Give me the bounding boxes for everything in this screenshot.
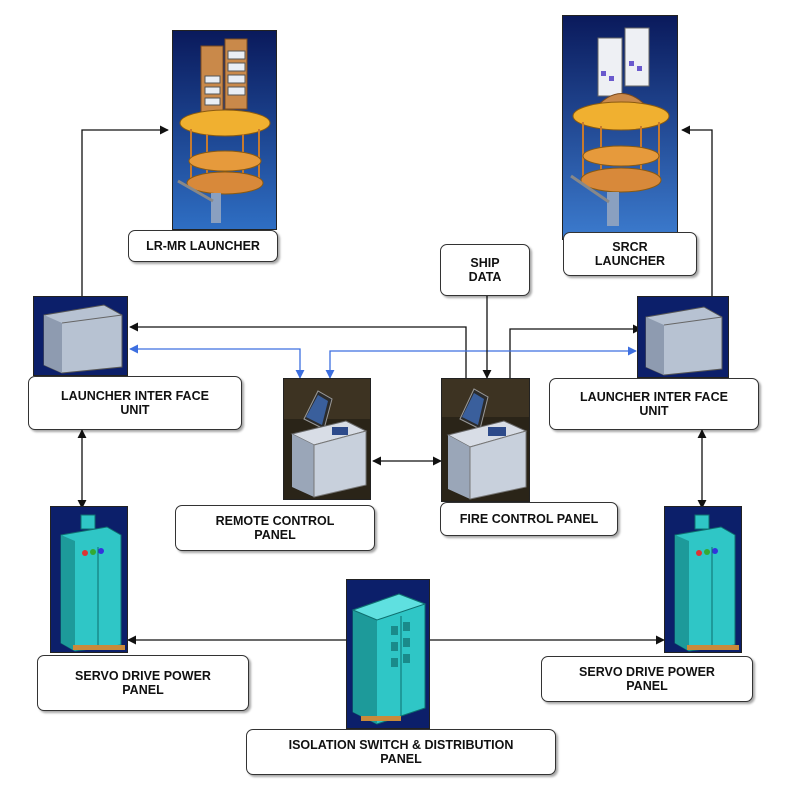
lrmr-launcher-label: LR-MR LAUNCHER [128, 230, 278, 262]
remote-control-panel-image [283, 378, 371, 500]
interface-unit-icon [638, 297, 728, 377]
remote-control-panel-label: REMOTE CONTROL PANEL [175, 505, 375, 551]
servo-left-label: SERVO DRIVE POWER PANEL [37, 655, 249, 711]
link-liu-right-to-srcr [681, 125, 713, 298]
isolation-switch-image [346, 579, 430, 729]
fire-control-panel-image [441, 378, 530, 502]
control-console-icon [442, 379, 529, 501]
electrical-cabinet-icon [347, 580, 429, 728]
ship-data-label: SHIP DATA [440, 244, 530, 296]
srcr-launcher-label: SRCR LAUNCHER [563, 232, 697, 276]
servo-left-image [50, 506, 128, 653]
isolation-switch-label: ISOLATION SWITCH & DISTRIBUTION PANEL [246, 729, 556, 775]
link-fcp-to-liu-left [129, 322, 467, 378]
liu-left-image [33, 296, 128, 376]
missile-launcher-icon [563, 16, 677, 239]
blue-link-left [129, 344, 305, 379]
link-fcp-to-liu-right [509, 324, 642, 378]
interface-unit-icon [34, 297, 127, 375]
control-console-icon [284, 379, 370, 499]
fire-control-panel-label: FIRE CONTROL PANEL [440, 502, 618, 536]
blue-link-right [325, 346, 637, 379]
link-liu-left-to-lrmr [81, 125, 169, 298]
liu-right-image [637, 296, 729, 378]
servo-right-label: SERVO DRIVE POWER PANEL [541, 656, 753, 702]
liu-right-label: LAUNCHER INTER FACE UNIT [549, 378, 759, 430]
electrical-cabinet-icon [51, 507, 127, 652]
liu-left-label: LAUNCHER INTER FACE UNIT [28, 376, 242, 430]
servo-right-image [664, 506, 742, 653]
srcr-launcher-image [562, 15, 678, 240]
lrmr-launcher-image [172, 30, 277, 230]
electrical-cabinet-icon [665, 507, 741, 652]
missile-launcher-icon [173, 31, 276, 229]
